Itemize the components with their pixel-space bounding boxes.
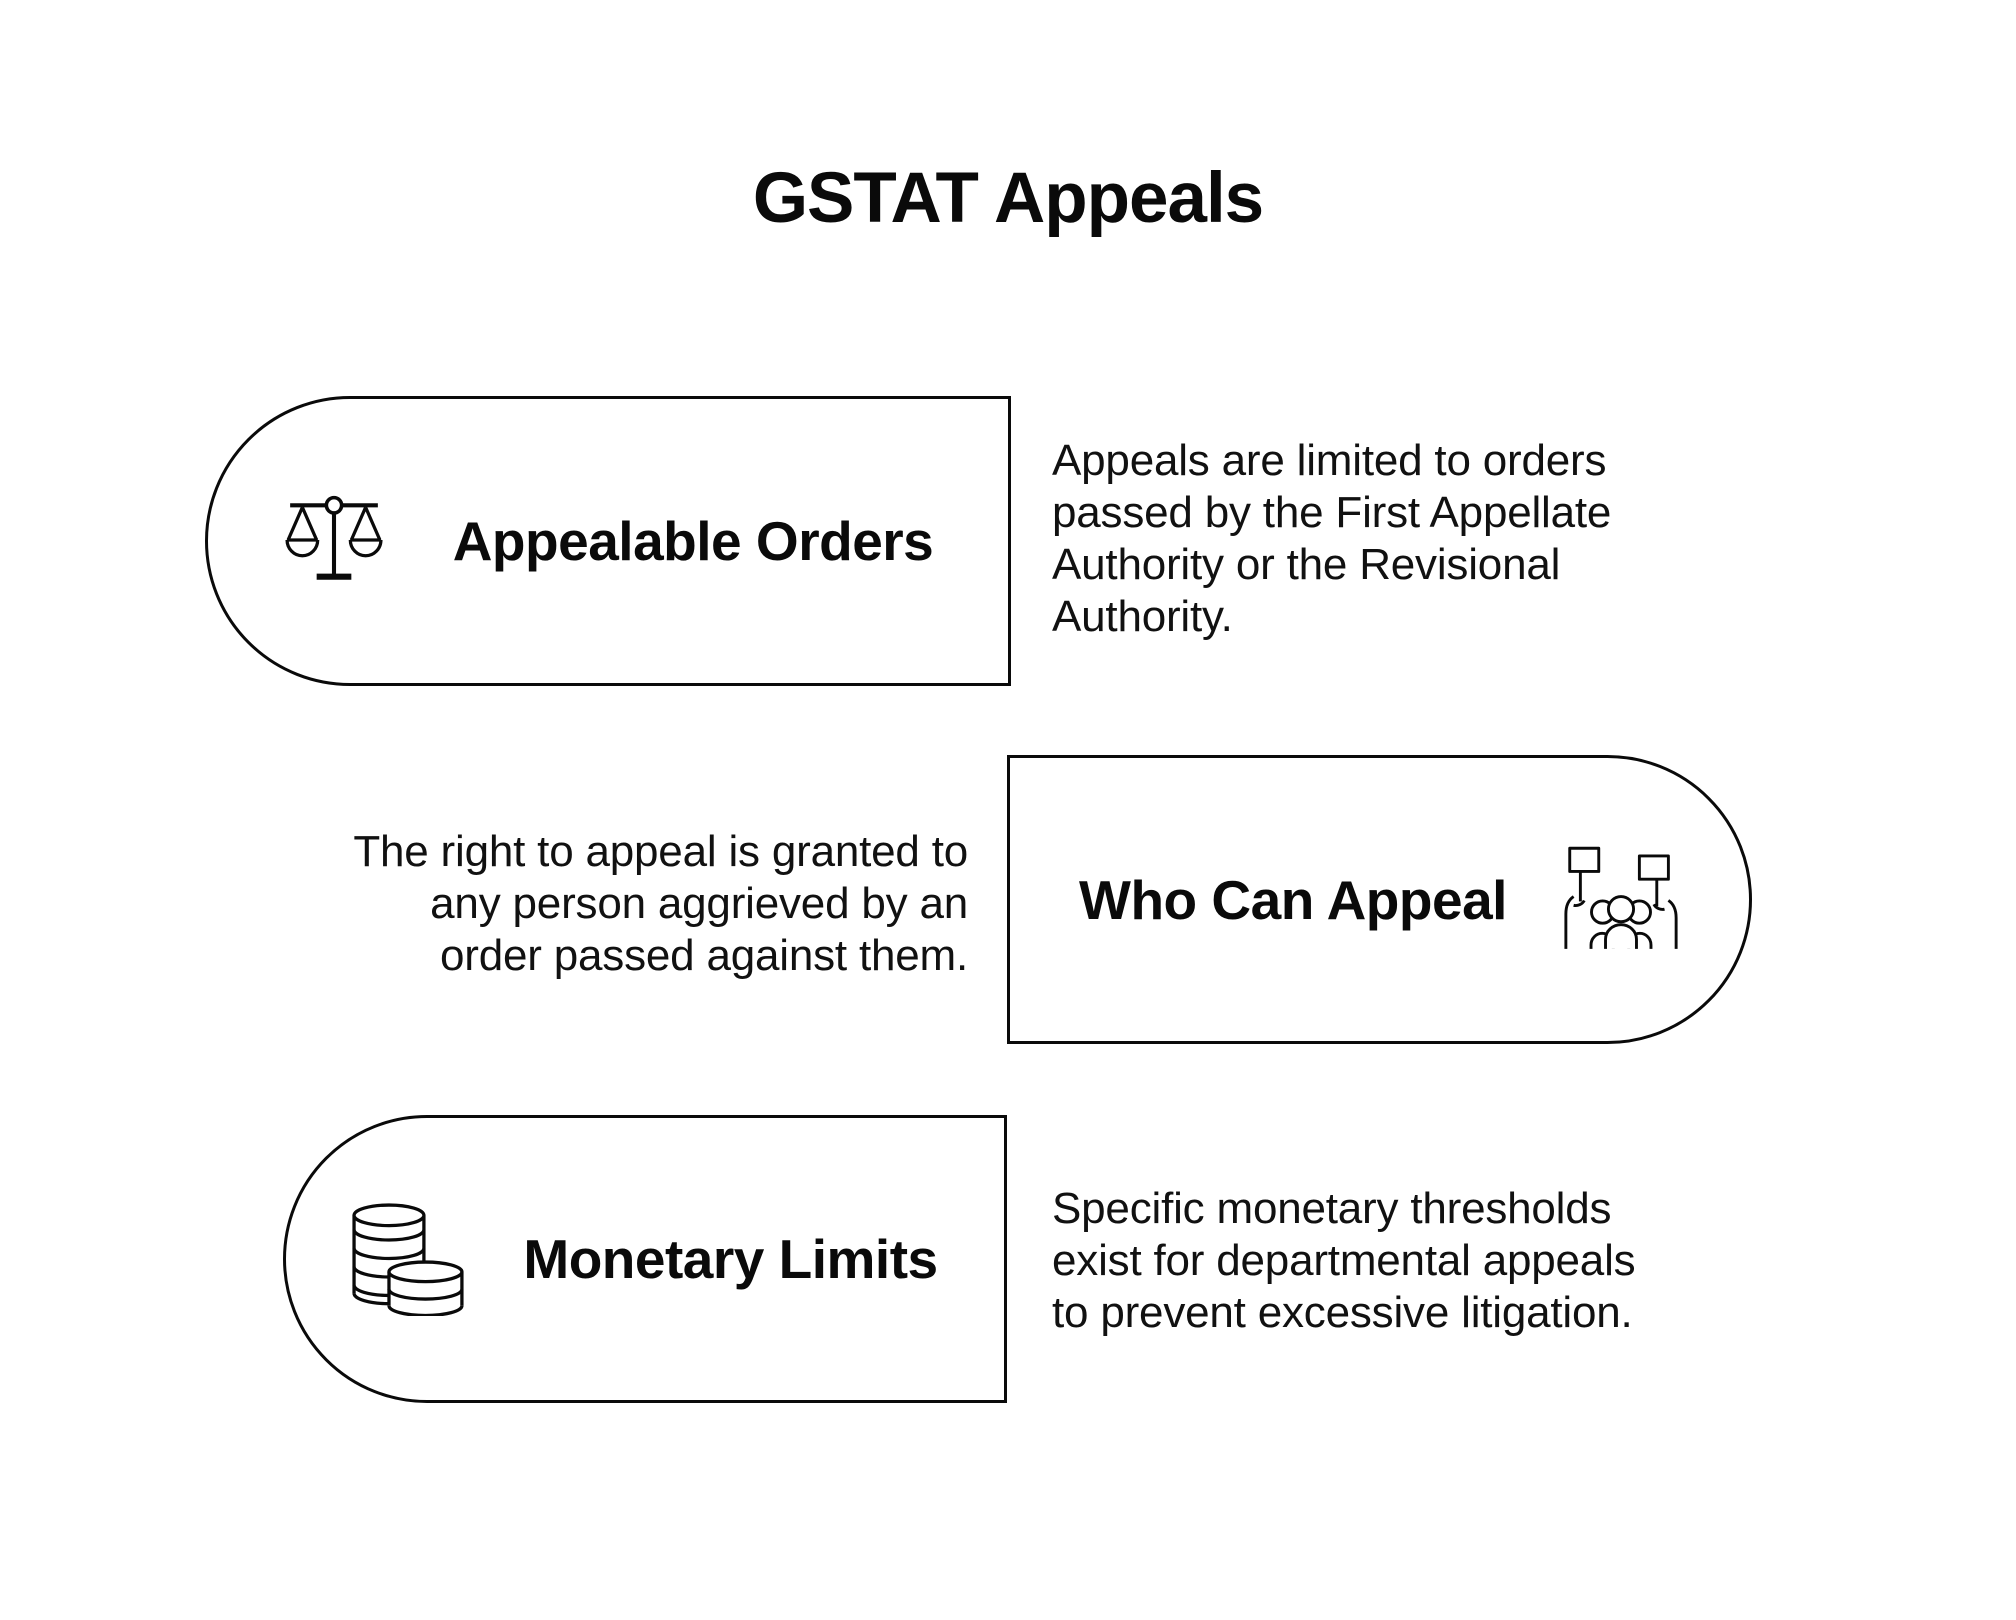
card-title: Appealable Orders	[452, 510, 934, 572]
page-title: GSTAT Appeals	[752, 159, 1264, 238]
card-description: Appeals are limited to orders passed by …	[1052, 436, 1612, 641]
card-who-can-appeal: Who Can Appeal	[1007, 755, 1752, 1044]
card-title: Monetary Limits	[523, 1228, 938, 1290]
card-description: The right to appeal is granted to any pe…	[353, 827, 968, 980]
coins-icon	[352, 1202, 465, 1316]
card-title: Who Can Appeal	[1079, 868, 1507, 931]
scales-icon	[283, 495, 385, 587]
card-description: Specific monetary thresholds exist for d…	[1052, 1184, 1636, 1337]
people-protest-icon	[1562, 846, 1680, 953]
card-monetary-limits: Monetary Limits	[283, 1115, 1007, 1403]
card-appealable-orders: Appealable Orders	[205, 396, 1011, 686]
